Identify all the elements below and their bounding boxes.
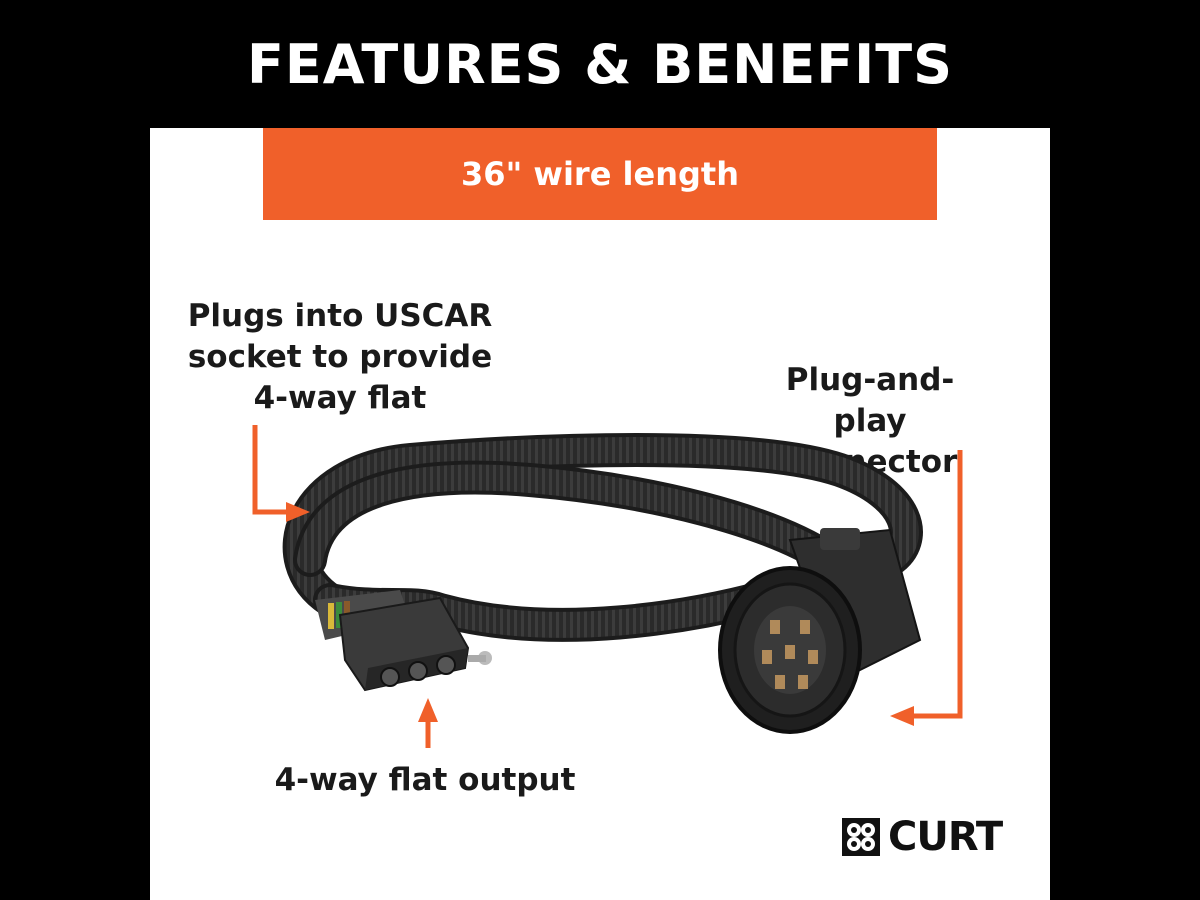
product-panel: FEATURES & BENEFITS 36" wire length Plug… [150, 0, 1050, 900]
four-way-flat-connector [315, 590, 492, 692]
wiring-harness-illustration [252, 425, 963, 748]
flat-output-callout: 4-way flat output [274, 762, 576, 798]
uscar-callout-line-3: 4-way flat [253, 380, 427, 416]
uscar-callout-line-2: socket to provide [187, 339, 493, 375]
uscar-callout-line-1: Plugs into USCAR [187, 298, 493, 334]
page-title: FEATURES & BENEFITS [150, 0, 1050, 128]
arrow-up-icon [418, 698, 438, 748]
curt-logo: CURT [840, 812, 1020, 862]
arrow-left-icon [890, 450, 963, 726]
uscar-callout: Plugs into USCAR socket to provide 4-way… [170, 296, 510, 419]
wire-length-banner: 36" wire length [263, 128, 937, 220]
brand-name: CURT [888, 814, 1003, 860]
curt-logo-icon [842, 818, 880, 856]
seven-way-round-connector [718, 528, 922, 734]
connector-callout-line-1: Plug-and-play [785, 362, 955, 439]
arrow-right-icon [252, 425, 310, 522]
